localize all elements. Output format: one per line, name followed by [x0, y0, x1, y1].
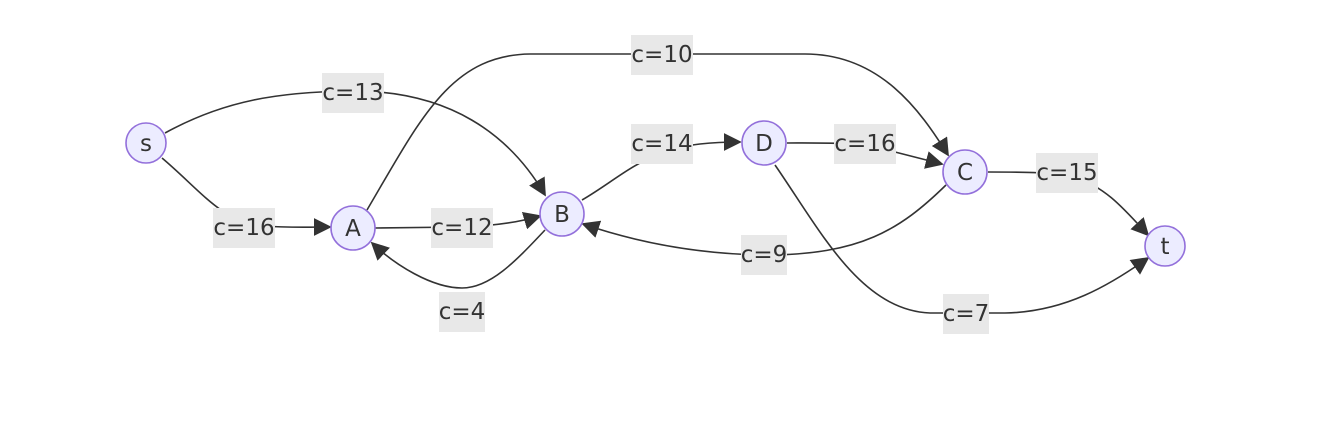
node-b: B — [539, 191, 585, 237]
edge-label-s-b: c=13 — [322, 73, 384, 113]
edge-d-to-t — [774, 164, 1150, 314]
edge-label-a-c: c=10 — [631, 35, 693, 75]
nodes-group: s A B D C t — [125, 120, 1186, 267]
edge-label-a-b: c=12 — [431, 208, 493, 248]
node-label-c: C — [957, 160, 973, 186]
edge-label-text-d-t: c=7 — [943, 301, 990, 327]
edge-label-c-b: c=9 — [741, 235, 788, 275]
edge-label-c-t: c=15 — [1036, 153, 1098, 193]
edge-label-text-c-b: c=9 — [741, 242, 788, 268]
edge-label-text-b-d: c=14 — [631, 131, 692, 157]
node-s: s — [125, 122, 167, 164]
edge-label-text-s-a: c=16 — [213, 215, 274, 241]
node-label-t: t — [1160, 234, 1169, 260]
edge-label-d-t: c=7 — [943, 294, 990, 334]
node-c: C — [942, 149, 988, 195]
edge-label-text-b-a: c=4 — [439, 299, 486, 325]
edge-labels-group: c=13 c=16 c=12 c=10 c=4 c=14 c=16 c=9 — [213, 35, 1098, 334]
edge-a-to-c — [366, 53, 949, 211]
node-t: t — [1144, 225, 1186, 267]
node-label-d: D — [755, 131, 773, 157]
node-a: A — [330, 205, 376, 251]
edge-label-text-d-c: c=16 — [834, 131, 895, 157]
edge-label-text-c-t: c=15 — [1036, 160, 1097, 186]
edge-b-to-a — [370, 229, 546, 289]
edge-label-b-a: c=4 — [439, 292, 486, 332]
node-d: D — [741, 120, 787, 166]
edge-label-d-c: c=16 — [834, 124, 896, 164]
node-label-a: A — [345, 216, 361, 242]
edge-label-b-d: c=14 — [631, 124, 693, 164]
edge-label-text-a-b: c=12 — [431, 215, 492, 241]
node-label-s: s — [140, 131, 152, 157]
edge-label-s-a: c=16 — [213, 208, 275, 248]
edge-label-text-s-b: c=13 — [322, 80, 383, 106]
edges-group — [161, 53, 1150, 314]
edge-label-text-a-c: c=10 — [631, 42, 692, 68]
node-label-b: B — [554, 202, 570, 228]
